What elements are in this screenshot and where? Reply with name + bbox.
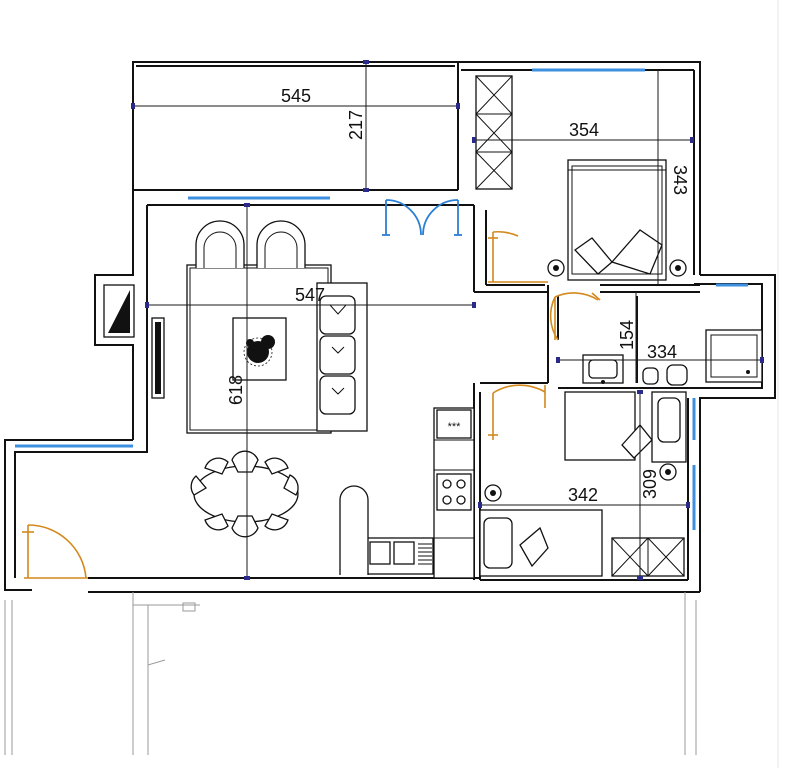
- dimension-bath-depth: 154: [617, 320, 637, 350]
- double-bed: [547, 159, 687, 281]
- living-room-furniture: [103, 220, 368, 538]
- dimension-terrace-depth: 217: [346, 110, 366, 140]
- dimension-living-width: 547: [295, 285, 325, 305]
- bedroom-furniture: [475, 75, 687, 281]
- second-room-furniture: [479, 391, 687, 577]
- balcony-door: [382, 199, 462, 236]
- armchairs: [195, 220, 306, 268]
- dining-table: [190, 450, 299, 538]
- coffee-table: [232, 317, 287, 381]
- dimension-labels: 545 217 354 343 547 618 154 334 342 309: [226, 86, 690, 505]
- dimension-bedroom-depth: 343: [670, 165, 690, 195]
- svg-text:***: ***: [448, 421, 462, 433]
- bedroom-door: [488, 230, 548, 283]
- dimension-room2-width: 342: [568, 485, 598, 505]
- doors: [22, 199, 601, 579]
- dimension-room2-depth: 309: [640, 469, 660, 499]
- adjacent-building: [4, 592, 697, 755]
- bathroom-door: [549, 292, 601, 341]
- room2-door: [488, 384, 546, 440]
- dimension-bedroom-width: 354: [569, 120, 599, 140]
- tv-unit: [103, 284, 165, 399]
- kitchen: ***: [339, 407, 475, 579]
- dimension-terrace-width: 545: [281, 86, 311, 106]
- dimension-lines: [131, 60, 764, 580]
- entrance-door: [22, 524, 88, 579]
- windows: [15, 68, 748, 530]
- dimension-bath-width: 334: [647, 342, 677, 362]
- dimension-living-depth: 618: [226, 375, 246, 405]
